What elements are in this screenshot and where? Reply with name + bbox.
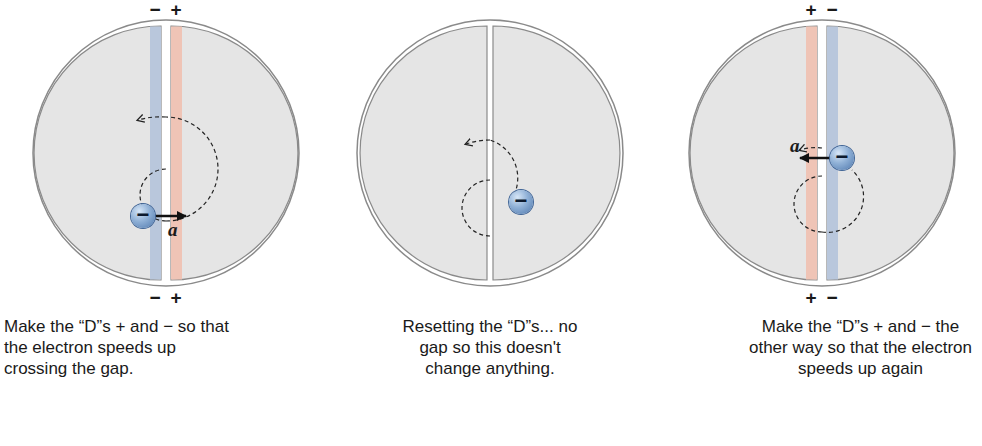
polarity-sign: − [145,0,165,22]
caption: Make the “D”s + and − the other way so t… [748,316,973,379]
caption: Resetting the “D”s... no gap so this doe… [395,316,585,379]
polarity-sign: − [822,0,842,22]
electron: − [830,146,854,170]
charge-sign: − [515,190,528,212]
polarity-sign: + [166,0,186,22]
acceleration-label: a [168,219,178,242]
cyclotron-2 [357,20,623,286]
caption: Make the “D”s + and − so that the electr… [4,316,236,379]
charge-sign: − [137,204,150,226]
polarity-sign: + [801,0,821,22]
electron: − [131,204,155,228]
polarity-sign: − [822,287,842,310]
cyclotron-1 [33,20,299,286]
charge-sign: − [836,146,849,168]
electron: − [509,190,533,214]
polarity-sign: − [145,287,165,310]
cyclotron-3 [689,20,955,286]
acceleration-label: a [790,135,800,158]
polarity-sign: + [801,287,821,310]
polarity-sign: + [166,287,186,310]
